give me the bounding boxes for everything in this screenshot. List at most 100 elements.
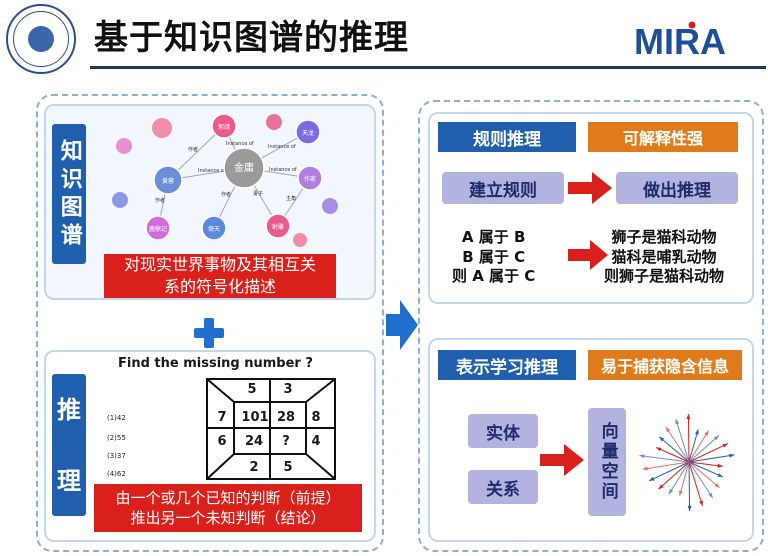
vector-line xyxy=(688,443,729,463)
vector-arrowhead xyxy=(659,436,665,442)
vector-line xyxy=(648,461,690,482)
grid-cell: 2 xyxy=(249,460,259,475)
premise-arrow-icon xyxy=(568,240,608,270)
graph-edge-label: Instance of xyxy=(269,167,297,173)
grid-cell: 101 xyxy=(241,410,269,425)
rule-premises: A 属于 B B 属于 C 则 A 属于 C xyxy=(452,228,535,287)
graph-edge-label: 作者 xyxy=(188,146,198,153)
make-inference-box: 做出推理 xyxy=(616,172,738,204)
vector-space-box: 向量空间 xyxy=(588,408,626,516)
left-panel-frame xyxy=(36,94,384,552)
vector-line xyxy=(655,447,690,463)
grid-cell: 5 xyxy=(247,382,257,397)
reasoning-description-line1: 由一个或几个已知的判断（前提） xyxy=(115,488,341,507)
page-title: 基于知识图谱的推理 xyxy=(94,18,409,58)
graph-node-label: 射雕 xyxy=(272,223,284,231)
brand-text: MIRA xyxy=(634,21,726,60)
puzzle-option: (1)42 xyxy=(107,414,126,422)
entity-box: 实体 xyxy=(468,414,538,448)
rule-arrow-icon xyxy=(568,172,612,204)
vector-arrowhead xyxy=(694,429,699,435)
premise-line: A 属于 B xyxy=(461,228,526,246)
puzzle-title: Find the missing number ? xyxy=(118,356,313,371)
vector-space-plot xyxy=(639,413,735,512)
number-puzzle-grid xyxy=(206,378,336,480)
kg-label: 知识图谱 xyxy=(52,124,86,264)
relation-box: 关系 xyxy=(468,470,538,504)
graph-edge-label: 主角 xyxy=(286,195,296,202)
vector-line xyxy=(687,413,690,463)
plus-icon xyxy=(194,318,224,348)
build-rule-box: 建立规则 xyxy=(442,172,564,204)
grid-cell: 28 xyxy=(276,410,296,425)
vector-line xyxy=(688,430,710,463)
graph-node-minor xyxy=(322,198,338,214)
representation-reasoning-title: 表示学习推理 xyxy=(438,350,576,380)
right-arrow-icon xyxy=(386,300,418,350)
vector-line xyxy=(679,461,690,496)
graph-node xyxy=(297,165,323,191)
vector-arrowhead xyxy=(679,490,683,496)
vector-arrowhead xyxy=(713,435,719,441)
knowledge-graph: Instance of Instance of Instance of Instanc… xyxy=(112,113,338,247)
graph-edge-label: Instance of xyxy=(198,168,226,174)
graph-node-label: 鹿鼎记 xyxy=(149,225,167,233)
vector-arrowhead xyxy=(649,476,655,481)
conclusion-line: 猫科是哺乳动物 xyxy=(611,247,717,266)
vector-arrowhead xyxy=(686,414,691,419)
graph-node xyxy=(295,119,321,145)
university-seal-logo xyxy=(6,4,76,74)
vector-line xyxy=(688,461,723,467)
vector-arrowhead xyxy=(687,506,692,511)
grid-cell: ? xyxy=(282,434,290,449)
vector-arrowhead xyxy=(729,453,735,458)
vector-line xyxy=(688,461,720,489)
vector-arrowhead xyxy=(658,484,664,490)
graph-node xyxy=(145,215,171,241)
grid-cell: 4 xyxy=(311,434,321,449)
vector-arrowhead xyxy=(717,463,723,468)
vector-line xyxy=(688,435,720,463)
vector-line xyxy=(668,461,690,495)
vector-arrowhead xyxy=(699,500,703,506)
vector-arrowhead xyxy=(714,483,720,488)
graph-edge-label: Instance of xyxy=(268,144,296,150)
kg-description-line2: 系的符号化描述 xyxy=(163,277,276,296)
graph-node xyxy=(211,113,237,139)
kg-description-line1: 对现实世界事物及其相互关 xyxy=(123,255,316,275)
graph-node-minor xyxy=(293,233,307,247)
graph-edge-label: Instance of xyxy=(226,141,254,147)
graph-node-minor xyxy=(116,138,132,154)
graph-edge-label: 作者 xyxy=(221,191,231,198)
vector-line xyxy=(688,429,699,463)
grid-cell: 24 xyxy=(244,434,264,449)
vector-line xyxy=(688,461,703,507)
right-panel-frame xyxy=(418,100,764,552)
graph-node-label: 天龙 xyxy=(302,129,314,137)
vector-line xyxy=(665,426,690,463)
representation-reasoning-tag: 易于捕获隐含信息 xyxy=(588,350,742,380)
vector-arrow-icon xyxy=(540,444,584,476)
vector-arrowhead xyxy=(642,466,648,471)
vector-arrowhead xyxy=(708,492,713,498)
graph-node-minor xyxy=(152,118,172,138)
vector-line xyxy=(688,461,714,499)
graph-node xyxy=(223,147,265,189)
brand-dot-icon xyxy=(688,21,696,29)
vector-line xyxy=(688,461,691,512)
grid-cell: 3 xyxy=(283,382,293,397)
grid-cell: 7 xyxy=(217,410,227,425)
grid-cell: 6 xyxy=(217,434,227,449)
vector-line xyxy=(639,455,690,463)
premise-line: B 属于 C xyxy=(462,247,526,266)
vector-arrowhead xyxy=(656,447,662,452)
reasoning-label-char1: 推 xyxy=(57,395,81,424)
puzzle-option: (4)62 xyxy=(107,470,126,478)
grid-cell: 8 xyxy=(311,410,321,425)
vector-line xyxy=(675,418,690,463)
graph-node-minor xyxy=(112,192,128,208)
vector-line xyxy=(658,436,690,463)
conclusion-line: 狮子是猫科动物 xyxy=(611,228,717,246)
reasoning-description: 由一个或几个已知的判断（前提） 推出另一个未知判断（结论） xyxy=(94,484,362,532)
reasoning-description-line2: 推出另一个未知判断（结论） xyxy=(130,509,326,527)
